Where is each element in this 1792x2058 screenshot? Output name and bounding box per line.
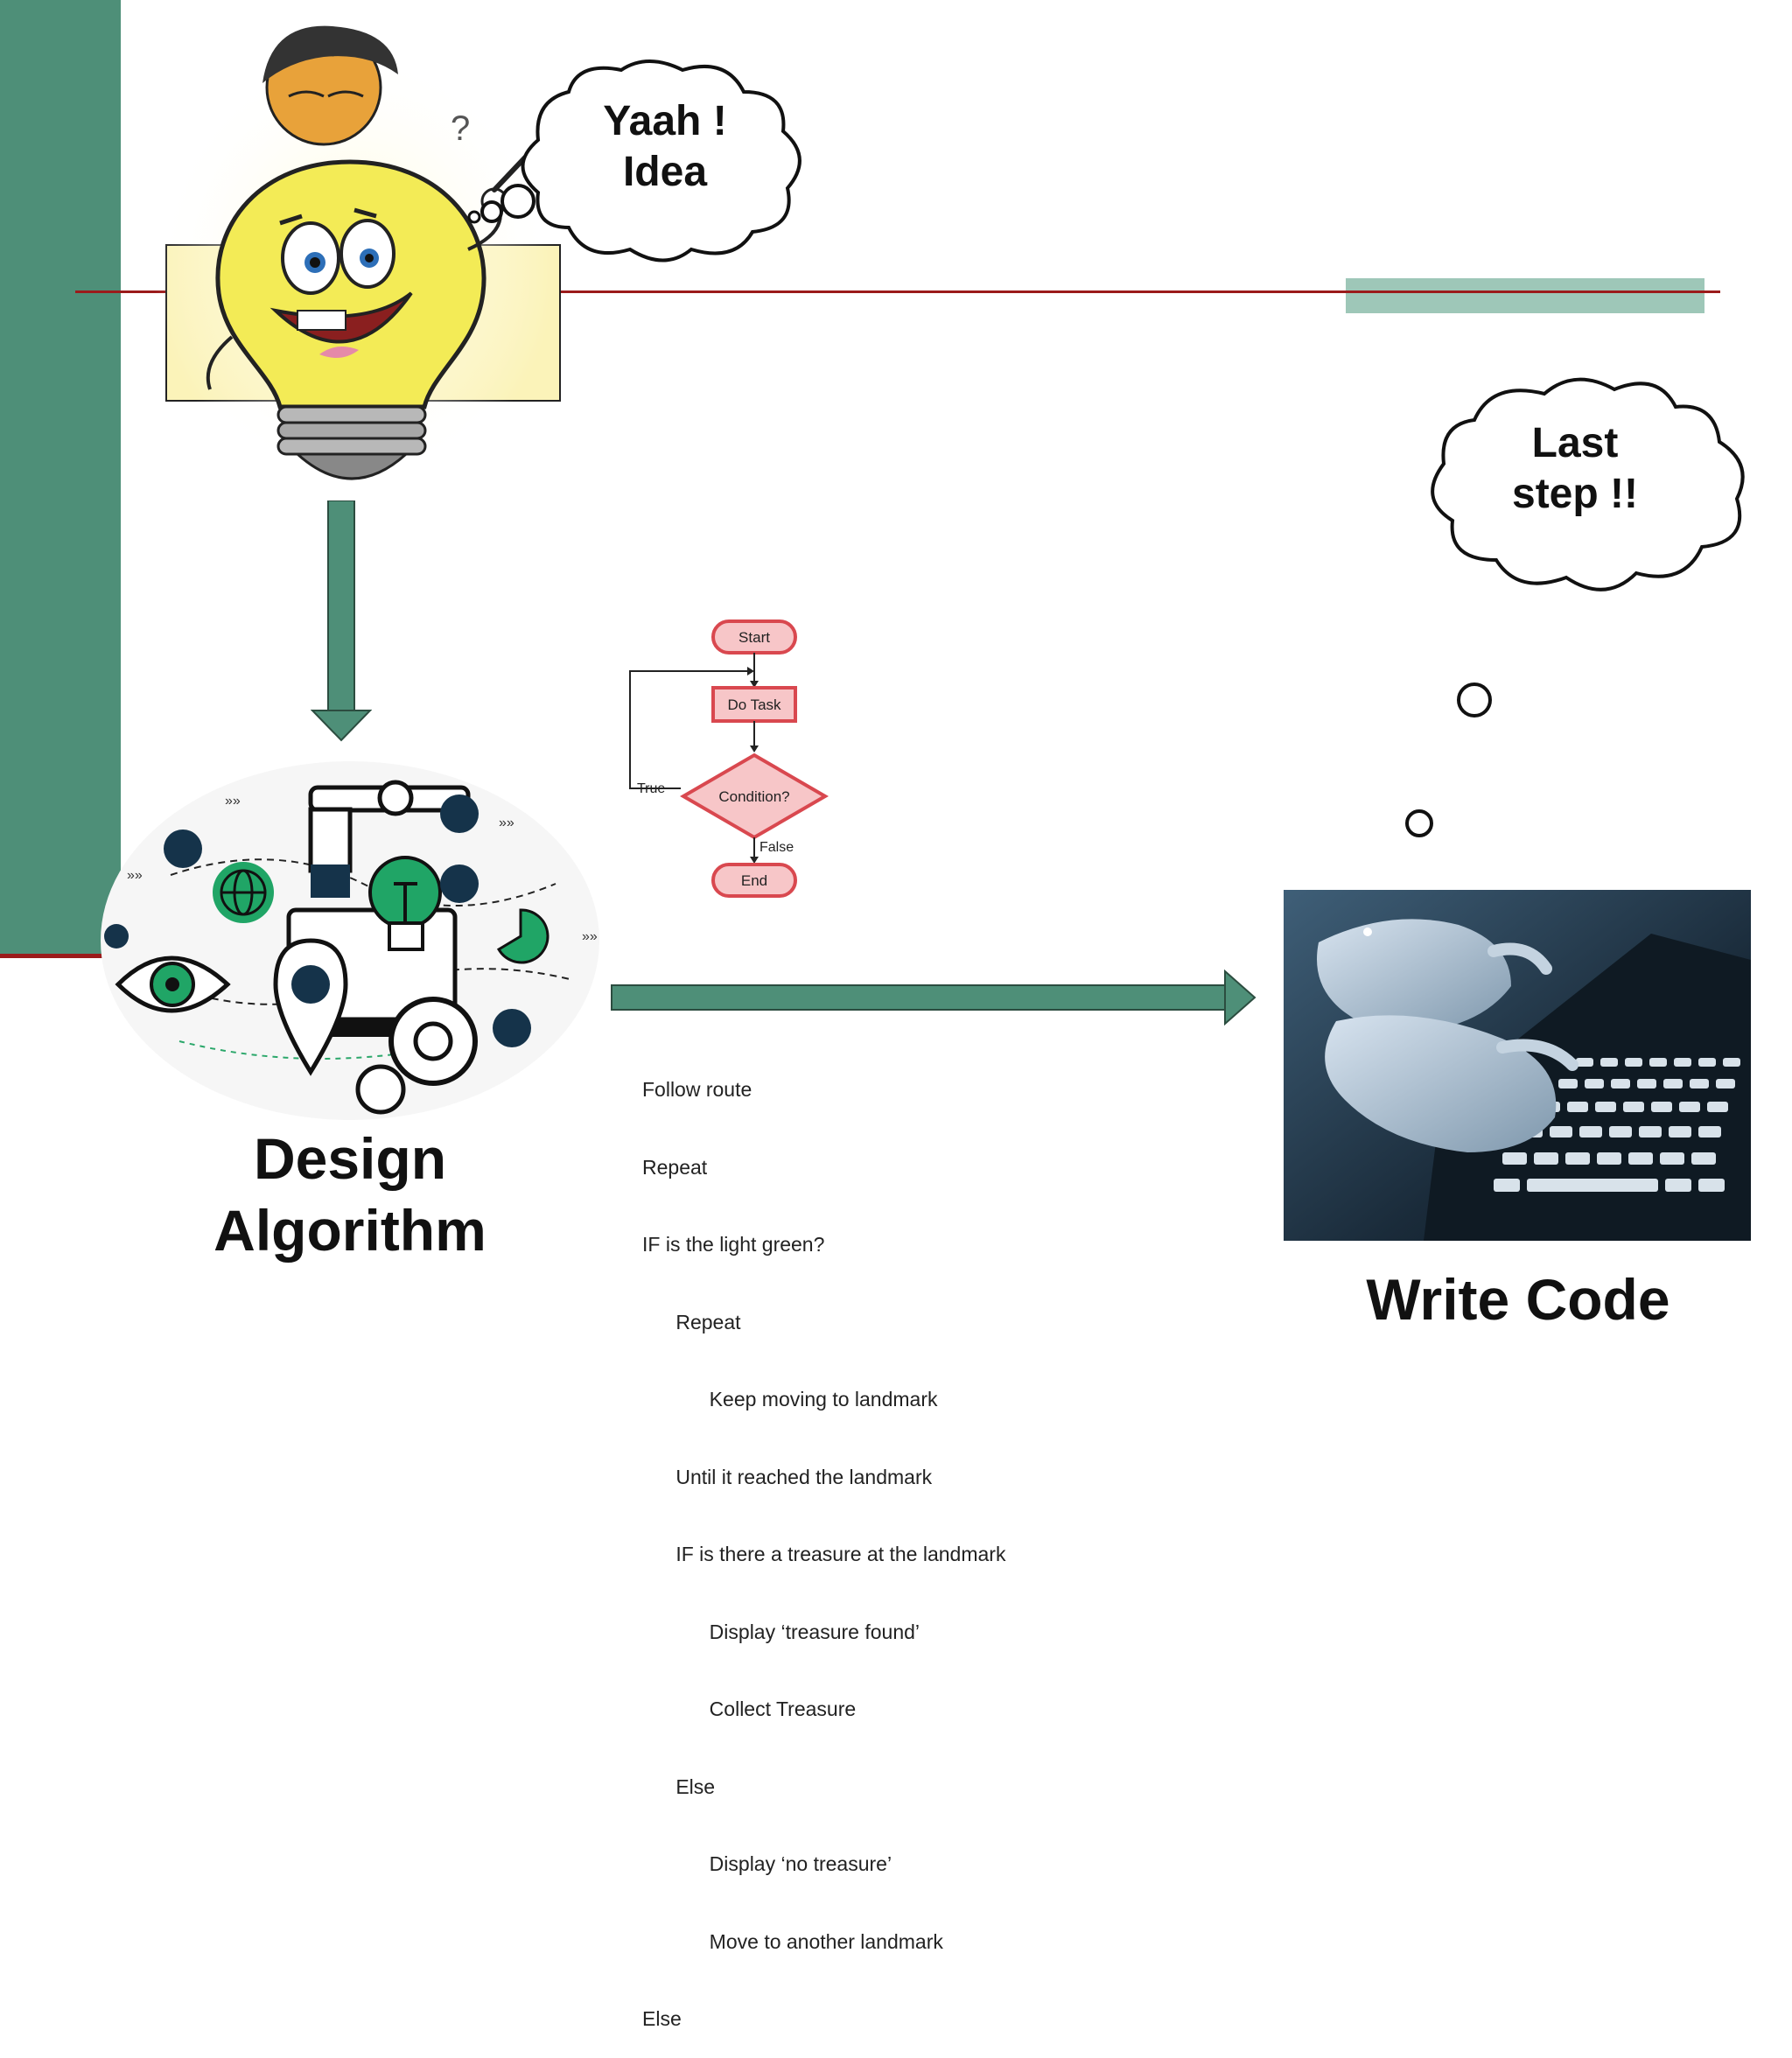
pseudocode-line: Until it reached the landmark (642, 1465, 933, 1488)
flow-end-label: End (741, 872, 767, 889)
lightbulb-character-icon: ? (153, 25, 561, 486)
right-arrow (611, 970, 1256, 1026)
flow-condition-label: Condition? (718, 788, 789, 805)
left-teal-band (0, 0, 121, 954)
design-algorithm-label: Design Algorithm (175, 1123, 525, 1266)
pseudocode-line: Repeat (642, 1310, 741, 1334)
idea-bubble-text: Yaah ! Idea (578, 96, 752, 197)
pseudocode-line: Move to another landmark (642, 1929, 943, 1953)
pseudocode-line: IF is there a treasure at the landmark (642, 1543, 1006, 1565)
last-step-line2: step !! (1512, 470, 1638, 517)
svg-text:»»: »» (127, 868, 143, 883)
flowchart: Start Do Task Condition? True False End (629, 620, 829, 898)
pseudocode-line: Keep moving to landmark (642, 1388, 938, 1410)
pseudocode-line: Follow route (642, 1078, 752, 1101)
idea-bubble-line2: Idea (622, 148, 708, 195)
flow-start-label: Start (738, 629, 770, 646)
svg-text:?: ? (451, 109, 470, 148)
svg-text:»»: »» (499, 816, 514, 830)
pseudocode-line: Display ‘treasure found’ (642, 1620, 920, 1643)
pseudocode-block: Follow route Repeat IF is the light gree… (642, 1026, 1132, 2058)
top-right-teal-bar (1346, 278, 1704, 313)
design-label-line1: Design (253, 1126, 447, 1191)
pseudocode-line: IF is the light green? (642, 1233, 825, 1256)
write-code-label: Write Code (1366, 1267, 1670, 1332)
flow-false-label: False (760, 840, 794, 855)
design-label-line2: Algorithm (214, 1198, 486, 1263)
pseudocode-line: Display ‘no treasure’ (642, 1852, 892, 1875)
design-gears-icon: »» »» »» »» (101, 761, 599, 1120)
pseudocode-line: Else (642, 2007, 682, 2030)
down-arrow (311, 500, 372, 742)
last-step-line1: Last (1531, 420, 1619, 466)
flow-task-node (711, 686, 797, 723)
thought-circle-large (1457, 682, 1492, 718)
thought-circle-small (1405, 809, 1433, 837)
top-red-rule (75, 290, 1720, 293)
pseudocode-line: Repeat (642, 1155, 708, 1179)
pseudocode-line: Collect Treasure (642, 1698, 857, 1720)
flow-true-label: True (637, 781, 665, 796)
idea-thought-bubble (467, 60, 802, 262)
svg-text:»»: »» (582, 929, 598, 944)
svg-text:»»: »» (225, 794, 241, 808)
last-step-bubble-text: Last step !! (1470, 418, 1680, 519)
flow-task-label: Do Task (727, 696, 781, 713)
flow-end-node (711, 863, 797, 898)
left-red-rule (0, 954, 121, 958)
keyboard-typing-image (1284, 890, 1751, 1241)
top-right-red-rule-overlay (1346, 290, 1704, 293)
last-step-thought-bubble (1431, 377, 1745, 592)
idea-bubble-line1: Yaah ! (603, 98, 727, 144)
pseudocode-line: Else (642, 1774, 716, 1798)
